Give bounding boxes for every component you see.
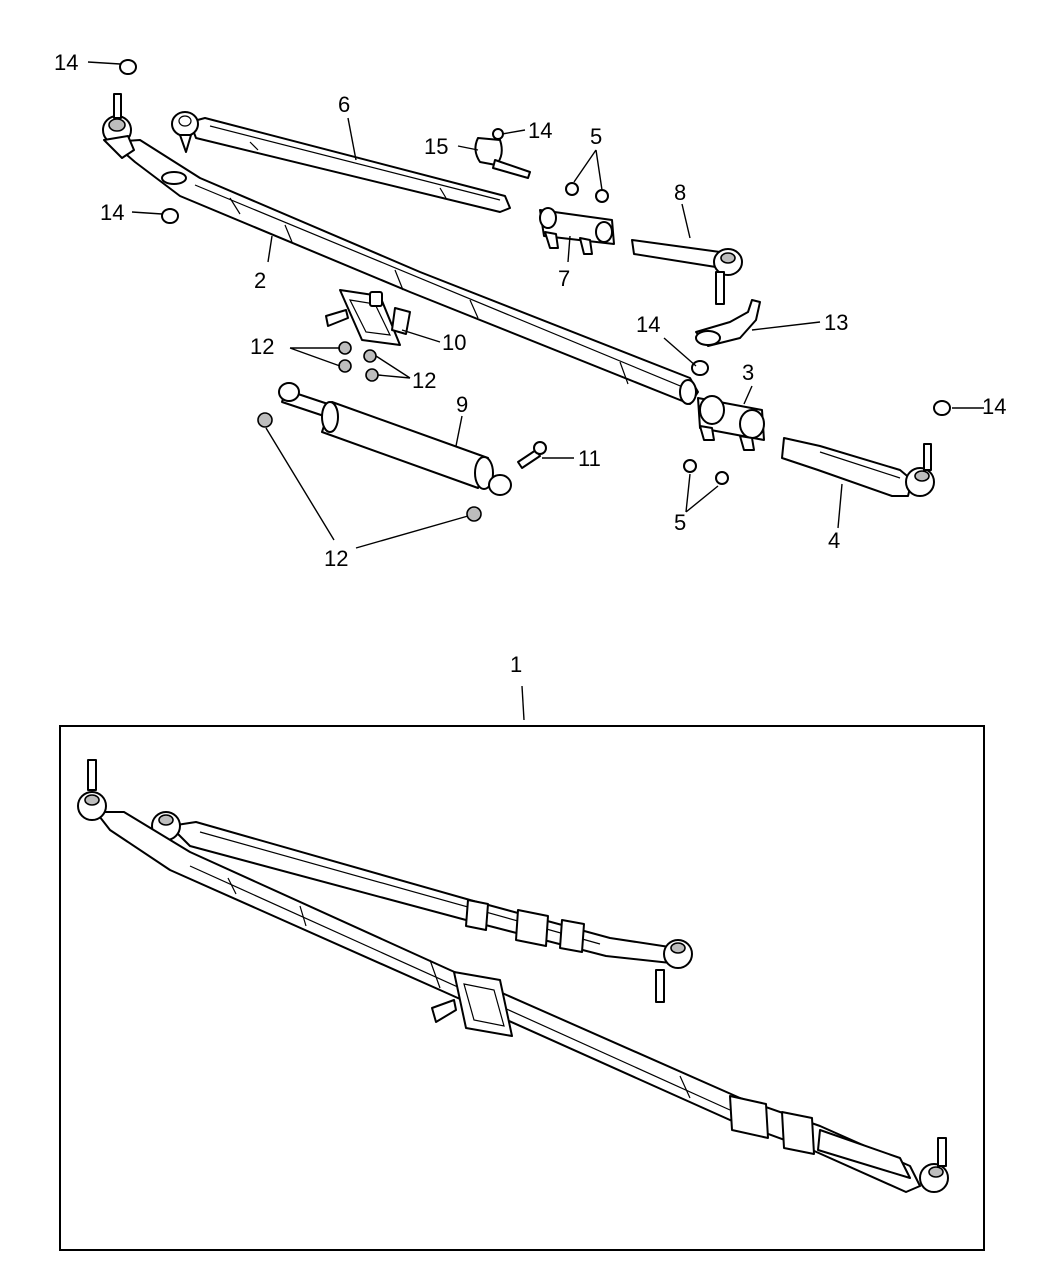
callout-14-e: 14 <box>982 394 1006 419</box>
assembly-tie-rod <box>77 759 949 1193</box>
part-9-steering-damper <box>278 382 512 496</box>
part-3-clamp <box>697 395 765 451</box>
callout-11: 11 <box>578 446 601 471</box>
part-7-clamp <box>539 207 615 255</box>
callout-5-b: 5 <box>674 510 686 535</box>
assembly-frame <box>59 725 985 1251</box>
callout-9: 9 <box>456 392 468 417</box>
callout-2: 2 <box>254 268 266 293</box>
callout-1: 1 <box>510 652 522 677</box>
part-2-tie-rod <box>111 139 699 405</box>
part-10-bracket <box>325 289 411 346</box>
callout-6: 6 <box>338 92 350 117</box>
part-8-tie-rod-end <box>631 239 743 305</box>
leader-lines <box>87 61 984 549</box>
callout-15: 15 <box>424 134 448 159</box>
assembled-view: 1 <box>59 652 985 1251</box>
part-4-tie-rod-end <box>781 437 935 497</box>
callout-14-c: 14 <box>528 118 552 143</box>
part-11-bolt <box>517 441 547 469</box>
part-14-nuts <box>119 59 951 416</box>
callout-4: 4 <box>828 528 840 553</box>
assembly-bracket <box>431 971 513 1037</box>
callout-7: 7 <box>558 266 570 291</box>
part-15-clamp <box>474 137 531 179</box>
callout-12-b: 12 <box>412 368 436 393</box>
callout-14-d: 14 <box>636 312 660 337</box>
callout-13: 13 <box>824 310 848 335</box>
callout-14-a: 14 <box>54 50 78 75</box>
callout-12-a: 12 <box>250 334 274 359</box>
callout-5-a: 5 <box>590 124 602 149</box>
callout-8: 8 <box>674 180 686 205</box>
callout-12-c: 12 <box>324 546 348 571</box>
exploded-view: 14 14 6 2 15 14 5 8 7 10 12 12 9 11 12 3… <box>54 50 1006 571</box>
part-2-left-tie-rod-end <box>102 93 135 159</box>
callout-3: 3 <box>742 360 754 385</box>
part-6-drag-link <box>171 111 511 213</box>
callout-10: 10 <box>442 330 466 355</box>
callout-labels: 14 14 6 2 15 14 5 8 7 10 12 12 9 11 12 3… <box>54 50 1006 571</box>
callout-14-b: 14 <box>100 200 124 225</box>
part-5-nuts-lower <box>683 459 729 485</box>
part-13-pitman-arm <box>695 299 761 347</box>
